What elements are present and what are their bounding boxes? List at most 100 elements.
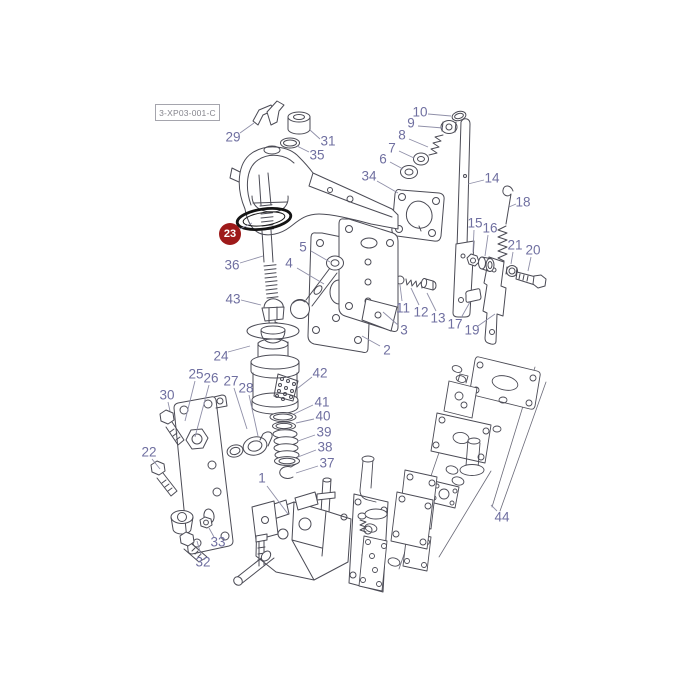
part-label-32: 32 [195,554,211,570]
part-label-34: 34 [361,168,377,184]
leader-lines [151,113,532,556]
part-retainer-funnel-24 [246,322,300,361]
part-label-44: 44 [494,509,510,525]
part-label-3: 3 [400,322,408,338]
leader-line [239,122,255,134]
part-label-17: 17 [447,316,463,332]
part-bolt-22 [150,460,178,497]
part-bolt-32 [179,531,208,563]
leader-line [472,229,475,253]
leader-line [398,150,415,159]
part-label-9: 9 [407,115,415,131]
part-label-43: 43 [225,291,241,307]
part-oring-10 [451,110,467,122]
part-label-15: 15 [467,215,483,231]
part-label-4: 4 [285,255,293,271]
leader-line [510,251,514,265]
leader-line [296,267,325,285]
part-label-6: 6 [379,151,387,167]
part-label-25: 25 [188,366,204,382]
part-spring-18 [495,185,514,266]
leader-line [426,292,437,312]
part-ring-40 [272,421,296,431]
part-pin-17 [465,288,482,303]
leader-line [297,449,317,458]
part-label-26: 26 [203,370,219,386]
leader-line [194,384,210,438]
part-lever-4-5 [290,255,344,319]
part-group-44 [358,356,547,592]
part-oring-23 [235,207,293,231]
part-wedge-plate-3 [361,298,398,332]
leader-line [427,113,452,117]
part-label-13: 13 [430,310,446,326]
part-barrel-16 [478,256,495,272]
part-gasket-34 [391,189,445,242]
leader-line [227,345,251,353]
drawing-ref-box: 3-XP03-001-C [155,104,220,121]
part-label-36: 36 [224,257,240,273]
leader-line [417,125,444,129]
leader-line [508,203,517,208]
leader-line [408,138,429,148]
leader-line [293,404,314,415]
part-label-35: 35 [309,147,325,163]
part-bolt-30 [159,409,185,446]
part-ring-41 [269,412,297,422]
leader-line [484,234,489,257]
leader-line [376,180,399,194]
leader-line [297,434,316,442]
part-cap-plug [170,510,194,535]
part-label-1: 1 [258,470,266,486]
part-ring-38 [274,456,300,466]
part-label-30: 30 [159,387,175,403]
leader-line [477,313,496,327]
part-label-11: 11 [395,300,411,316]
part-label-20: 20 [525,242,541,258]
part-label-7: 7 [388,140,396,156]
part-label-41: 41 [314,394,330,410]
part-rod-36 [258,172,279,299]
part-plug-13 [420,277,437,291]
leader-line [266,485,289,515]
leader-line [295,418,315,424]
part-label-39: 39 [316,424,332,440]
part-label-40: 40 [315,408,331,424]
part-oring-35 [280,137,300,149]
leader-line [151,458,161,470]
leader-line [239,255,264,264]
part-washer-7 [413,152,429,166]
part-label-19: 19 [464,322,480,338]
part-label-33: 33 [210,534,226,550]
leader-line [310,250,331,263]
part-label-42: 42 [312,365,328,381]
part-label-22: 22 [141,444,157,460]
drawing-ref-text: 3-XP03-001-C [159,107,216,118]
part-label-2: 2 [383,342,391,358]
part-label-31: 31 [320,133,336,149]
part-clip-37 [279,463,297,479]
part-left-plate [173,394,234,555]
leader-line [309,129,321,140]
part-spring-8 [428,134,444,156]
leader-line [389,161,404,170]
part-bushing-31 [287,111,311,135]
part-nut-9 [440,120,458,134]
leader-line [167,401,171,412]
leader-line [240,299,262,306]
part-label-27: 27 [223,373,239,389]
part-label-37: 37 [319,455,335,471]
part-bracket-19 [482,256,507,345]
part-label-18: 18 [515,194,531,210]
leader-line [467,179,485,185]
part-nut-33 [199,516,213,529]
leader-line [296,145,310,153]
part-cylinder-42 [250,354,300,415]
leader-line [297,376,313,389]
leader-line [361,335,381,347]
part-nut-15 [466,253,480,267]
part-collar-and-clip-27-28 [226,431,273,458]
leader-line [460,301,471,319]
highlight-badge-23[interactable]: 23 [219,223,241,245]
